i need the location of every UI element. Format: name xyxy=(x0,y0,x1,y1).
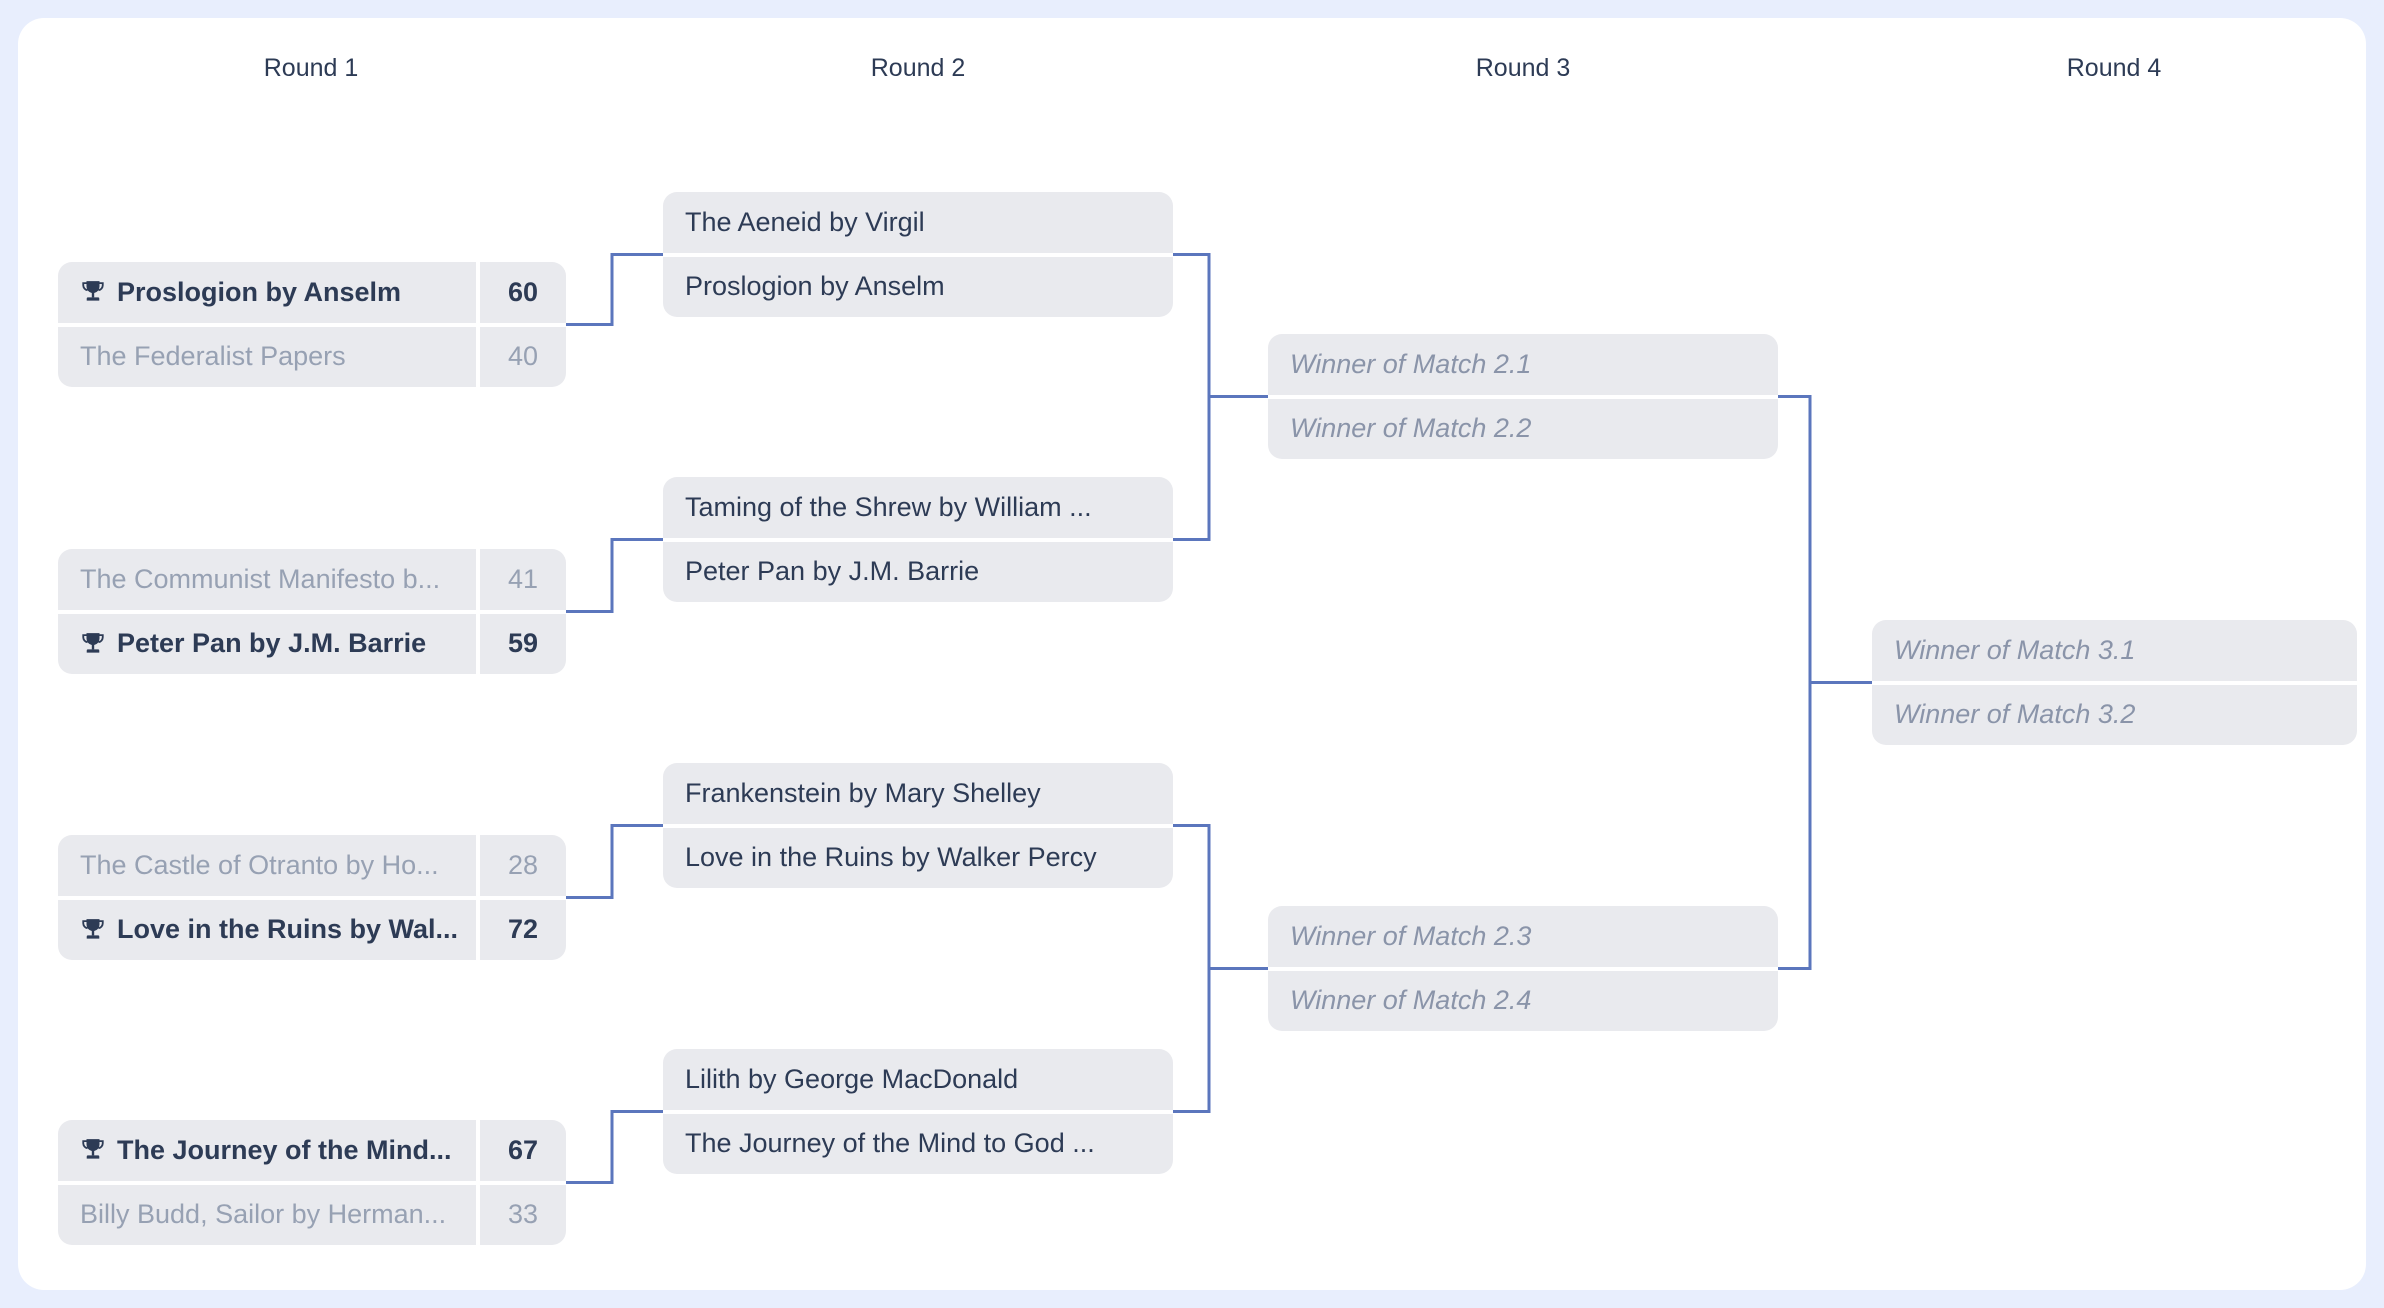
round-header-3: Round 3 xyxy=(1475,54,1571,82)
team-score: 60 xyxy=(476,262,566,323)
team-name: Peter Pan by J.M. Barrie xyxy=(685,556,980,587)
connector-r2-top-bracket xyxy=(1173,253,1211,541)
round-header-1: Round 1 xyxy=(263,54,359,82)
match-1-4: The Journey of the Mind... 67 Billy Budd… xyxy=(58,1120,566,1245)
team-score: 67 xyxy=(476,1120,566,1181)
trophy-icon xyxy=(80,631,106,657)
team-name: Lilith by George MacDonald xyxy=(685,1063,1019,1094)
row-divider xyxy=(1268,394,1778,399)
match-2-1: The Aeneid by Virgil Proslogion by Ansel… xyxy=(663,192,1173,317)
connector-m1-1-to-m2-1 xyxy=(566,253,663,326)
team-name: Taming of the Shrew by William ... xyxy=(685,491,1092,522)
round-header-2: Round 2 xyxy=(870,54,966,82)
team-name: Frankenstein by Mary Shelley xyxy=(685,777,1041,808)
row-divider xyxy=(663,1109,1173,1114)
team-name: Peter Pan by J.M. Barrie xyxy=(117,628,427,659)
match-slot-loser: Billy Budd, Sailor by Herman... 33 xyxy=(58,1184,566,1245)
row-divider xyxy=(663,823,1173,828)
team-name: The Journey of the Mind... xyxy=(117,1134,452,1165)
match-slot-winner: Peter Pan by J.M. Barrie 59 xyxy=(58,613,566,674)
placeholder-name: Winner of Match 2.1 xyxy=(1290,348,1532,379)
match-slot: The Journey of the Mind to God ... xyxy=(663,1114,1173,1175)
match-slot-placeholder: Winner of Match 2.1 xyxy=(1268,334,1778,395)
team-name: The Communist Manifesto b... xyxy=(80,563,441,594)
row-divider xyxy=(58,895,566,900)
match-slot: Taming of the Shrew by William ... xyxy=(663,477,1173,538)
team-score: 28 xyxy=(476,835,566,896)
row-divider xyxy=(1872,680,2357,685)
match-2-3: Frankenstein by Mary Shelley Love in the… xyxy=(663,763,1173,888)
match-slot-placeholder: Winner of Match 2.2 xyxy=(1268,399,1778,460)
team-name: Proslogion by Anselm xyxy=(685,271,945,302)
team-name: The Aeneid by Virgil xyxy=(685,206,925,237)
match-1-1: Proslogion by Anselm 60 The Federalist P… xyxy=(58,262,566,387)
match-slot-winner: Proslogion by Anselm 60 xyxy=(58,262,566,323)
connector-m1-4-to-m2-4 xyxy=(566,1110,663,1184)
match-slot-winner: Love in the Ruins by Wal... 72 xyxy=(58,899,566,960)
team-name: The Journey of the Mind to God ... xyxy=(685,1128,1095,1159)
match-slot-placeholder: Winner of Match 2.3 xyxy=(1268,906,1778,967)
match-1-2: The Communist Manifesto b... 41 Peter Pa… xyxy=(58,549,566,674)
match-slot-loser: The Communist Manifesto b... 41 xyxy=(58,549,566,610)
team-score: 72 xyxy=(476,899,566,960)
team-name: The Federalist Papers xyxy=(80,341,346,372)
connector-m1-2-to-m2-2 xyxy=(566,538,663,613)
row-divider xyxy=(663,252,1173,257)
match-3-1: Winner of Match 2.1 Winner of Match 2.2 xyxy=(1268,334,1778,459)
placeholder-name: Winner of Match 3.2 xyxy=(1894,699,2136,730)
placeholder-name: Winner of Match 2.3 xyxy=(1290,920,1532,951)
row-divider xyxy=(58,1180,566,1185)
match-slot: The Aeneid by Virgil xyxy=(663,192,1173,253)
match-slot: Proslogion by Anselm xyxy=(663,257,1173,318)
match-slot: Lilith by George MacDonald xyxy=(663,1049,1173,1110)
row-divider xyxy=(1268,966,1778,971)
team-name: Love in the Ruins by Walker Percy xyxy=(685,842,1097,873)
round-header-4: Round 4 xyxy=(2066,54,2162,82)
match-slot: Frankenstein by Mary Shelley xyxy=(663,763,1173,824)
row-divider xyxy=(58,322,566,327)
match-4-1: Winner of Match 3.1 Winner of Match 3.2 xyxy=(1872,620,2357,745)
trophy-icon xyxy=(80,279,106,305)
match-slot-loser: The Federalist Papers 40 xyxy=(58,326,566,387)
match-slot-placeholder: Winner of Match 3.1 xyxy=(1872,620,2357,681)
connector-r2-bottom-bracket xyxy=(1173,824,1211,1113)
connector-m1-3-to-m2-3 xyxy=(566,824,663,899)
placeholder-name: Winner of Match 2.2 xyxy=(1290,413,1532,444)
match-slot-placeholder: Winner of Match 2.4 xyxy=(1268,971,1778,1032)
placeholder-name: Winner of Match 2.4 xyxy=(1290,985,1532,1016)
team-score: 59 xyxy=(476,613,566,674)
team-name: The Castle of Otranto by Ho... xyxy=(80,849,439,880)
match-slot-loser: The Castle of Otranto by Ho... 28 xyxy=(58,835,566,896)
row-divider xyxy=(663,537,1173,542)
team-score: 33 xyxy=(476,1184,566,1245)
team-name: Love in the Ruins by Wal... xyxy=(117,914,459,945)
match-3-2: Winner of Match 2.3 Winner of Match 2.4 xyxy=(1268,906,1778,1031)
match-2-4: Lilith by George MacDonald The Journey o… xyxy=(663,1049,1173,1174)
team-name: Billy Budd, Sailor by Herman... xyxy=(80,1199,447,1230)
trophy-icon xyxy=(80,917,106,943)
match-1-3: The Castle of Otranto by Ho... 28 Love i… xyxy=(58,835,566,960)
match-2-2: Taming of the Shrew by William ... Peter… xyxy=(663,477,1173,602)
match-slot-winner: The Journey of the Mind... 67 xyxy=(58,1120,566,1181)
team-score: 40 xyxy=(476,326,566,387)
row-divider xyxy=(58,609,566,614)
team-name: Proslogion by Anselm xyxy=(117,276,402,307)
match-slot-placeholder: Winner of Match 3.2 xyxy=(1872,685,2357,746)
match-slot: Love in the Ruins by Walker Percy xyxy=(663,828,1173,889)
connector-r3-bracket xyxy=(1778,395,1812,970)
trophy-icon xyxy=(80,1137,106,1163)
match-slot: Peter Pan by J.M. Barrie xyxy=(663,542,1173,603)
placeholder-name: Winner of Match 3.1 xyxy=(1894,634,2136,665)
team-score: 41 xyxy=(476,549,566,610)
